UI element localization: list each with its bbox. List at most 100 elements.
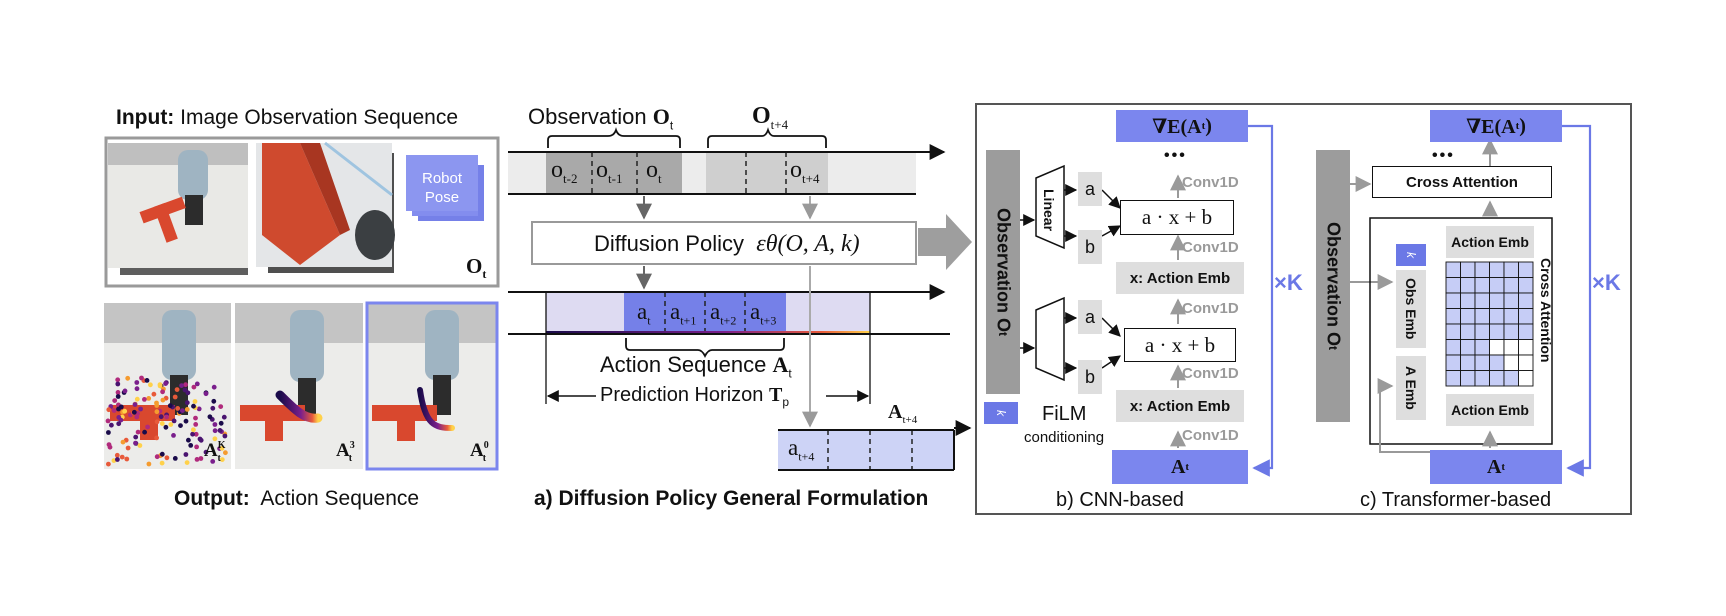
noise-sample-dot — [106, 461, 111, 467]
attention-mask-cell — [1474, 323, 1490, 340]
attention-mask-cell — [1445, 354, 1461, 371]
obs-history-block — [546, 152, 682, 194]
input-photo-1 — [108, 143, 248, 268]
attention-mask-cell — [1489, 261, 1505, 278]
noise-sample-dot — [190, 431, 196, 437]
attention-mask-cell — [1445, 339, 1461, 356]
future-action-cell: at+4 — [788, 435, 815, 464]
noise-sample-dot — [168, 422, 174, 427]
tf-obs-emb: Obs Emb — [1396, 270, 1426, 348]
noise-sample-dot — [188, 443, 194, 448]
action-seq-label: Action Sequence At — [600, 352, 792, 381]
robot-pose-label: Robot Pose — [421, 170, 463, 206]
noise-sample-dot — [210, 405, 216, 411]
noise-sample-dot — [125, 375, 131, 381]
attention-mask-cell — [1518, 308, 1534, 325]
policy-box — [531, 221, 917, 265]
obs-future-label: Ot+4 — [752, 103, 789, 132]
architectures-frame — [975, 103, 1632, 515]
noise-sample-dot — [174, 387, 180, 392]
attention-mask-cell — [1503, 339, 1519, 356]
action-cell-t+1: at+1 — [670, 299, 697, 328]
noise-sample-dot — [210, 459, 216, 464]
attention-mask-cell — [1445, 261, 1461, 278]
attention-mask-cell — [1503, 261, 1519, 278]
noise-sample-dot — [203, 449, 209, 455]
attention-mask-cell — [1474, 370, 1490, 387]
attention-mask-cell — [1518, 354, 1534, 371]
cnn-conv-2: Conv1D — [1182, 239, 1239, 256]
noise-sample-dot — [212, 428, 218, 434]
noise-sample-dot — [154, 409, 160, 415]
noise-sample-dot — [160, 397, 166, 403]
robot-pose-card — [406, 155, 478, 211]
noise-sample-dot — [134, 396, 140, 402]
attention-mask-cell — [1445, 292, 1461, 309]
input-heading: Input: Image Observation Sequence — [116, 107, 458, 128]
noise-sample-dot — [217, 428, 223, 433]
obs-cell-t+4: ot+4 — [790, 157, 820, 186]
action-brace — [625, 338, 785, 359]
noise-sample-dot — [194, 381, 200, 387]
noise-sample-dot — [178, 423, 183, 428]
noise-sample-dot — [120, 439, 126, 445]
noise-sample-dot — [106, 430, 111, 435]
formulation-caption: a) Diffusion Policy General Formulation — [534, 487, 929, 510]
attention-mask-cell — [1489, 339, 1505, 356]
obs-future-brace — [707, 127, 827, 148]
noise-sample-dot — [146, 396, 152, 401]
noise-sample-dot — [171, 418, 177, 424]
attention-mask-cell — [1474, 261, 1490, 278]
future-action-label: At+4 — [888, 401, 918, 426]
cnn-dots: ••• — [1164, 147, 1187, 164]
noise-sample-dot — [223, 450, 228, 456]
input-heading-text: Image Observation Sequence — [180, 106, 458, 129]
noise-sample-dot — [154, 435, 160, 441]
noise-sample-dot — [207, 414, 213, 420]
input-frame — [104, 136, 500, 288]
noise-sample-dot — [111, 408, 117, 413]
noise-sample-dot — [175, 406, 181, 411]
output-photo-3 — [365, 301, 499, 471]
obs-cell-t: ot — [646, 157, 662, 186]
output-heading-text: Action Sequence — [260, 487, 420, 510]
cnn-obs-bar — [986, 150, 1020, 394]
noise-sample-dot — [185, 390, 191, 396]
attention-mask-cell — [1518, 323, 1534, 340]
attention-mask-cell — [1518, 339, 1534, 356]
noise-sample-dot — [145, 424, 151, 430]
future-action-box — [778, 430, 954, 470]
noise-sample-dot — [146, 461, 152, 467]
attention-mask-cell — [1503, 370, 1519, 387]
attention-mask-cell — [1489, 370, 1505, 387]
cnn-film-eq-top: a · x + b — [1120, 200, 1234, 235]
noise-sample-dot — [134, 414, 140, 420]
noise-sample-dot — [193, 415, 198, 421]
noise-sample-dot — [191, 403, 196, 409]
noise-sample-dot — [172, 456, 178, 461]
noise-sample-dot — [106, 407, 112, 413]
noise-sample-dot — [142, 397, 147, 402]
noise-sample-dot — [124, 456, 130, 462]
tf-decoder-frame — [1369, 217, 1553, 445]
output-frame-label-2: A3t — [336, 440, 355, 464]
tf-cross-attention-vertical: Cross Attention — [1538, 257, 1554, 363]
noise-sample-dot — [183, 418, 189, 424]
tf-repeat-loop — [1562, 124, 1592, 477]
attention-mask-cell — [1503, 308, 1519, 325]
noise-sample-dot — [192, 399, 198, 404]
policy-label: Diffusion Policy εθ(O, A, k) — [594, 231, 860, 257]
attention-mask-grid — [1445, 261, 1534, 387]
attention-mask-cell — [1445, 277, 1461, 294]
noise-sample-dot — [197, 436, 203, 442]
noise-sample-dot — [107, 444, 113, 450]
tf-caption: c) Transformer-based — [1360, 489, 1552, 511]
noise-sample-dot — [158, 414, 164, 420]
noise-sample-dot — [219, 457, 225, 462]
noise-sample-dot — [164, 414, 170, 420]
attention-mask-cell — [1474, 308, 1490, 325]
attention-mask-cell — [1518, 292, 1534, 309]
